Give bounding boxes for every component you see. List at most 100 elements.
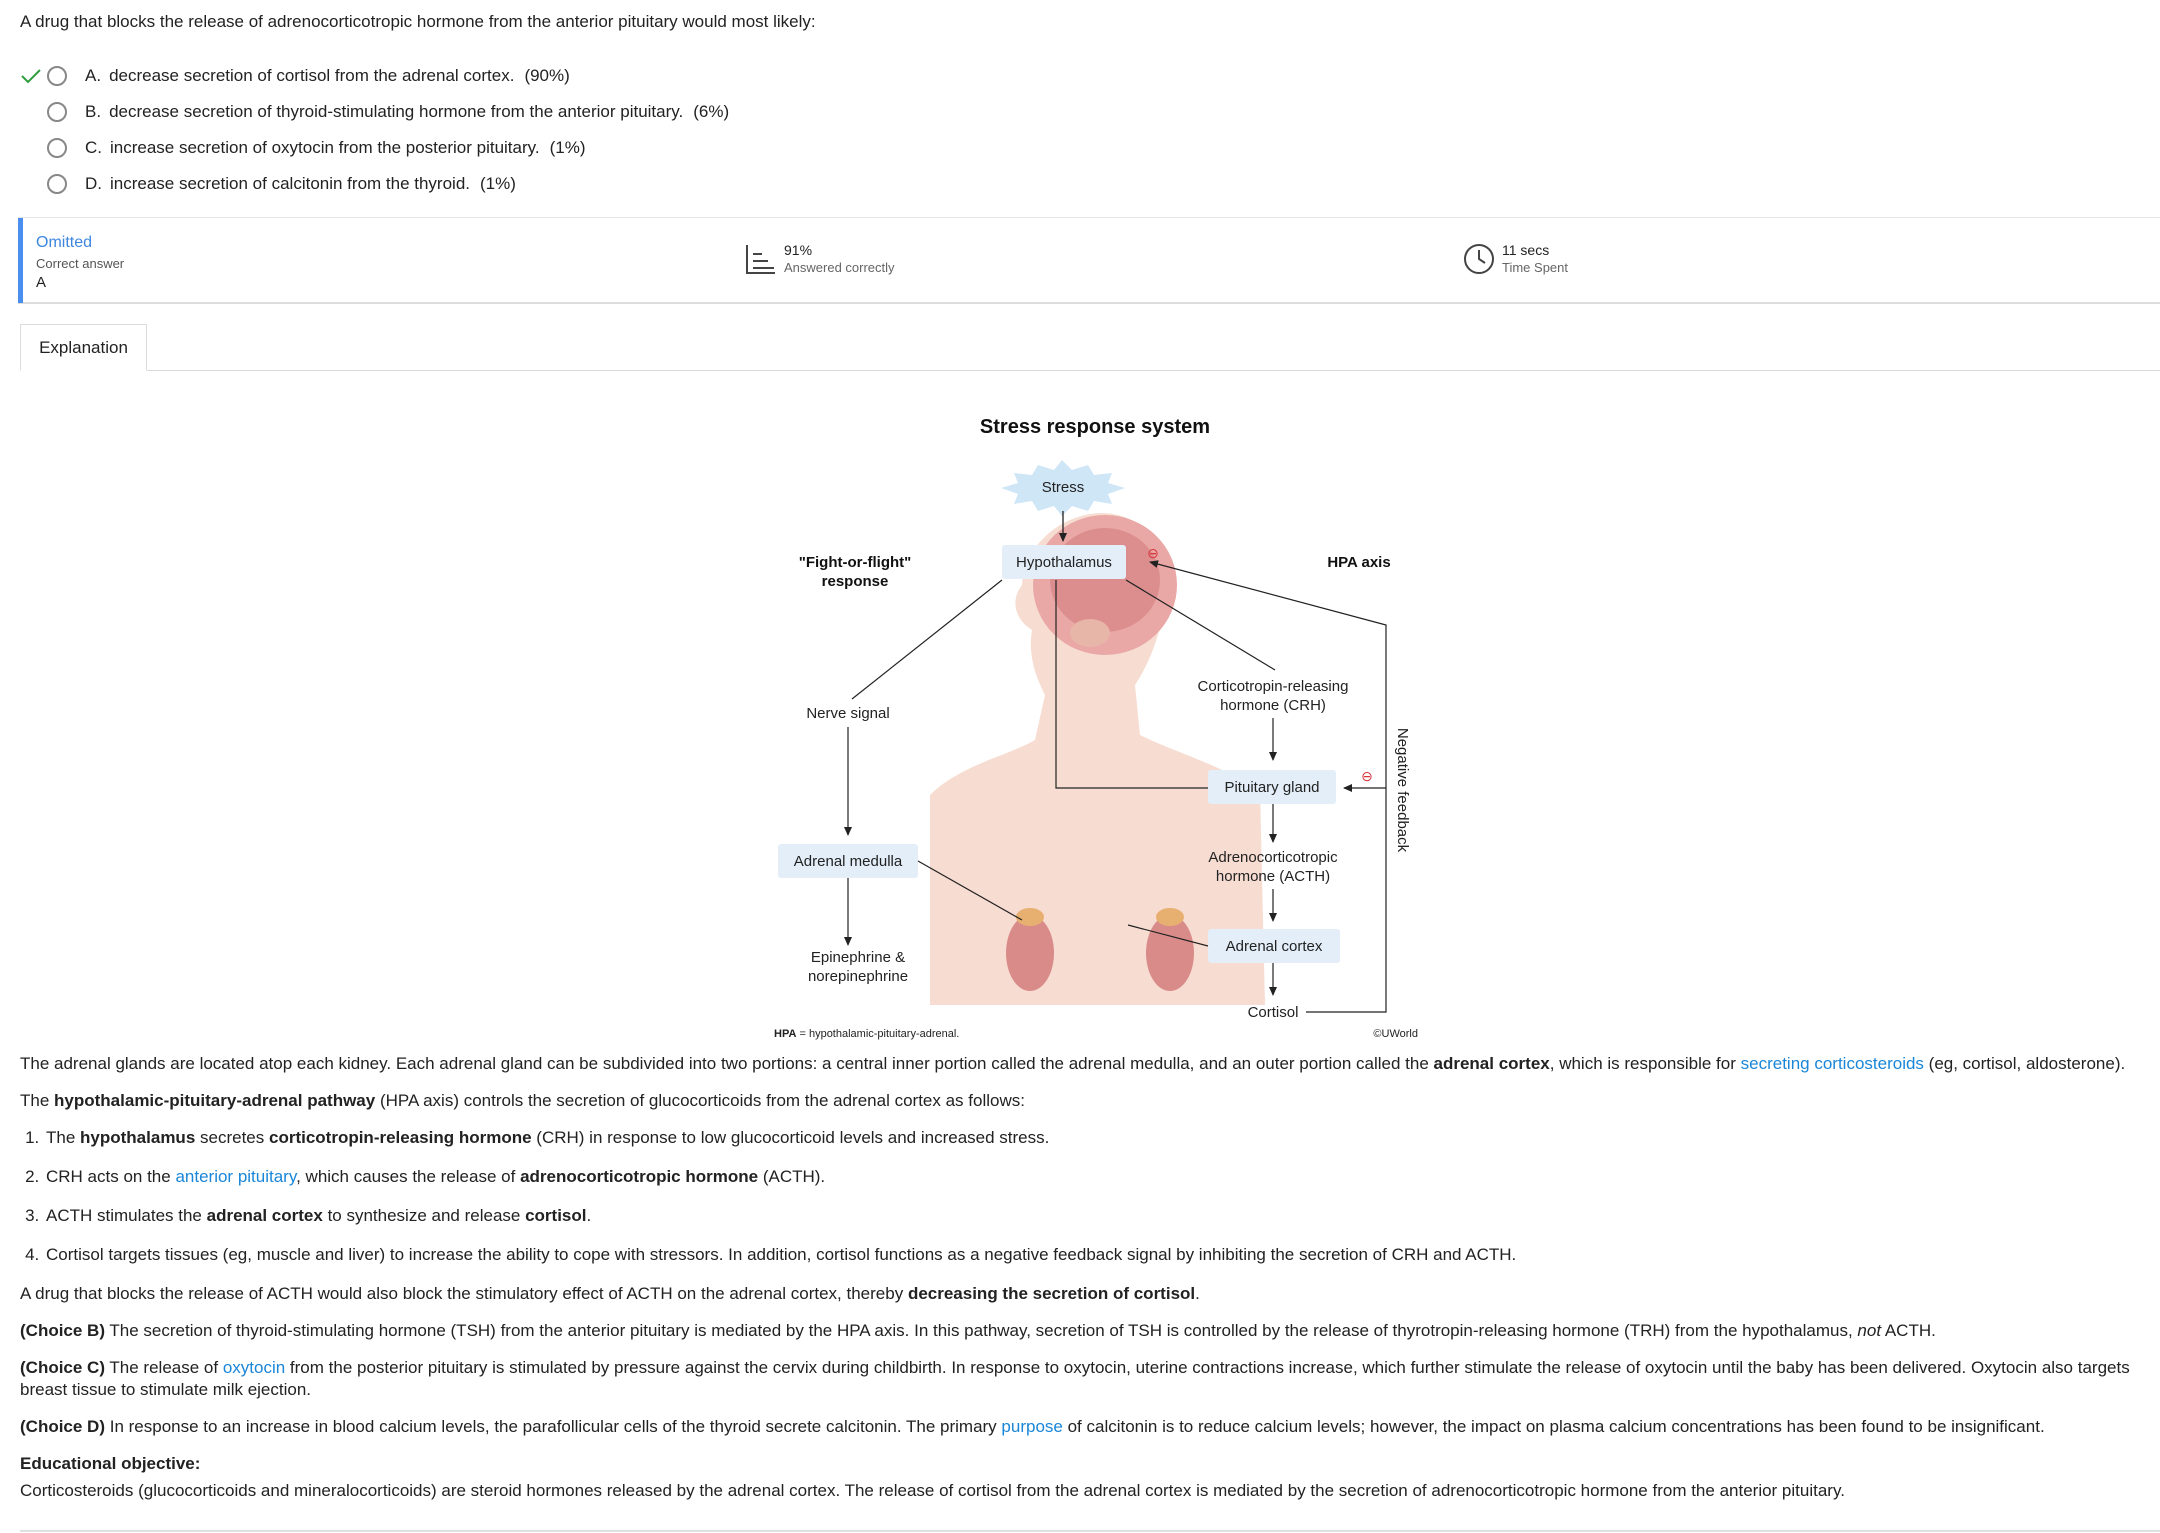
- check-icon: [21, 69, 41, 84]
- figure-title: Stress response system: [980, 416, 1210, 438]
- choice-a[interactable]: A. decrease secretion of cortisol from t…: [20, 58, 729, 94]
- text-span: , which causes the release of: [296, 1166, 521, 1186]
- acth-label-1: Adrenocorticotropic: [1208, 849, 1338, 866]
- choice-text: decrease secretion of thyroid-stimulatin…: [109, 102, 684, 121]
- question-stem: A drug that blocks the release of adreno…: [20, 12, 816, 31]
- choice-letter: A.: [85, 66, 102, 85]
- fight-flight-label-2: response: [822, 573, 889, 590]
- text-span: (ACTH).: [758, 1166, 826, 1186]
- bold-text: hypothalamus: [80, 1127, 196, 1147]
- link-oxytocin[interactable]: oxytocin: [222, 1357, 286, 1377]
- choice-text: decrease secretion of cortisol from the …: [109, 66, 515, 85]
- list-item: ACTH stimulates the adrenal cortex to sy…: [44, 1205, 2145, 1228]
- choice-d-explanation: (Choice D) In response to an increase in…: [20, 1416, 2145, 1439]
- stats-accent: [18, 218, 23, 303]
- hpa-steps-list: The hypothalamus secretes corticotropin-…: [44, 1127, 2145, 1267]
- radio-icon[interactable]: [47, 138, 67, 158]
- answer-stats-bar: Omitted Correct answer A 91% Answered co…: [18, 217, 2160, 304]
- choice-label: (Choice D): [20, 1417, 105, 1437]
- inhibit-icon: ⊖: [1361, 768, 1373, 784]
- bold-text: decreasing the secretion of cortisol: [907, 1283, 1196, 1303]
- explanation-body: The adrenal glands are located atop each…: [20, 1053, 2145, 1503]
- text-span: The: [20, 1090, 55, 1110]
- list-item: The hypothalamus secretes corticotropin-…: [44, 1127, 2145, 1150]
- stress-diagram: Stress response system Stress Hypothalam…: [774, 416, 1418, 1040]
- hypothalamus-label: Hypothalamus: [1016, 554, 1112, 571]
- choice-text: increase secretion of oxytocin from the …: [110, 138, 540, 157]
- time-label: Time Spent: [1502, 260, 1568, 275]
- crh-label-2: hormone (CRH): [1220, 697, 1326, 714]
- hypothalamus-box: [1002, 545, 1126, 579]
- radio-icon[interactable]: [47, 174, 67, 194]
- choice-percent: (1%): [480, 174, 516, 193]
- footnote-text: = hypothalamic-pituitary-adrenal.: [796, 1028, 959, 1040]
- radio-icon[interactable]: [47, 102, 67, 122]
- adrenal-medulla-box: [778, 844, 918, 878]
- choice-d[interactable]: D. increase secretion of calcitonin from…: [20, 166, 729, 202]
- text-span: ACTH stimulates the: [46, 1205, 207, 1225]
- correct-answer-value: A: [36, 274, 47, 291]
- body-illustration: [930, 513, 1265, 1005]
- choice-label: (Choice B): [20, 1320, 105, 1340]
- footnote: HPA = hypothalamic-pituitary-adrenal.: [774, 1028, 959, 1040]
- text-span: ACTH.: [1881, 1320, 1936, 1340]
- percent-label: Answered correctly: [784, 260, 895, 275]
- radio-icon[interactable]: [47, 66, 67, 86]
- adrenal-cortex-label: Adrenal cortex: [1226, 938, 1323, 955]
- bold-text: adrenal cortex: [206, 1205, 323, 1225]
- stress-burst: [1001, 460, 1125, 516]
- epinephrine-label-1: Epinephrine &: [811, 949, 905, 966]
- educational-objective-text: Corticosteroids (glucocorticoids and min…: [20, 1481, 1845, 1501]
- crh-label-1: Corticotropin-releasing: [1198, 678, 1349, 695]
- tab-explanation[interactable]: Explanation: [20, 324, 147, 371]
- epinephrine-label-2: norepinephrine: [808, 968, 908, 985]
- answer-choices: A. decrease secretion of cortisol from t…: [20, 58, 729, 202]
- text-span: .: [1195, 1283, 1200, 1303]
- stress-label: Stress: [1042, 479, 1085, 496]
- text-span: A drug that blocks the release of ACTH w…: [20, 1283, 908, 1303]
- link-purpose[interactable]: purpose: [1001, 1417, 1063, 1437]
- nerve-signal-label: Nerve signal: [806, 705, 889, 722]
- link-secreting-corticosteroids[interactable]: secreting corticosteroids: [1740, 1054, 1924, 1073]
- list-item: Cortisol targets tissues (eg, muscle and…: [44, 1244, 2145, 1267]
- choice-text: increase secretion of calcitonin from th…: [110, 174, 471, 193]
- explanation-paragraph: The adrenal glands are located atop each…: [20, 1053, 2145, 1076]
- text-span: In response to an increase in blood calc…: [105, 1417, 1002, 1437]
- link-anterior-pituitary[interactable]: anterior pituitary: [175, 1166, 297, 1186]
- bold-text: adrenocorticotropic hormone: [520, 1166, 759, 1186]
- explanation-paragraph: A drug that blocks the release of ACTH w…: [20, 1283, 2145, 1306]
- text-span: .: [586, 1205, 592, 1225]
- text-span: (eg, cortisol, aldosterone).: [1923, 1054, 2126, 1073]
- text-span: The secretion of thyroid-stimulating hor…: [105, 1320, 1858, 1340]
- bottom-divider: [20, 1530, 2160, 1532]
- choice-percent: (6%): [693, 102, 730, 121]
- time-value: 11 secs: [1502, 242, 1550, 258]
- adrenal-medulla-label: Adrenal medulla: [794, 853, 903, 870]
- text-span: The release of: [105, 1357, 223, 1377]
- time-spent-stat: 11 secs Time Spent: [1462, 242, 1568, 276]
- choice-label: (Choice C): [20, 1357, 105, 1377]
- tab-divider: [147, 370, 2160, 371]
- pituitary-box: [1208, 770, 1336, 804]
- text-span: (HPA axis) controls the secretion of glu…: [375, 1090, 1025, 1110]
- answer-status: Omitted Correct answer A: [36, 234, 124, 291]
- text-span: The: [46, 1127, 81, 1147]
- text-span: The adrenal glands are located atop each…: [20, 1054, 1434, 1073]
- bold-text: adrenal cortex: [1433, 1054, 1550, 1073]
- choice-c[interactable]: C. increase secretion of oxytocin from t…: [20, 130, 729, 166]
- pituitary-label: Pituitary gland: [1224, 779, 1319, 796]
- choice-b[interactable]: B. decrease secretion of thyroid-stimula…: [20, 94, 729, 130]
- text-span: of calcitonin is to reduce calcium level…: [1062, 1417, 2045, 1437]
- text-span: , which is responsible for: [1549, 1054, 1741, 1073]
- italic-text: not: [1857, 1320, 1882, 1340]
- choice-c-explanation: (Choice C) The release of oxytocin from …: [20, 1357, 2145, 1403]
- text-span: (CRH) in response to low glucocorticoid …: [531, 1127, 1050, 1147]
- bold-text: corticotropin-releasing hormone: [268, 1127, 532, 1147]
- text-span: secretes: [195, 1127, 269, 1147]
- text-span: from the posterior pituitary is stimulat…: [20, 1357, 2130, 1400]
- educational-objective-heading: Educational objective:: [20, 1454, 201, 1474]
- negative-feedback-label: Negative feedback: [1394, 728, 1411, 853]
- acth-label-2: hormone (ACTH): [1216, 868, 1330, 885]
- choice-percent: (90%): [524, 66, 570, 85]
- choice-letter: D.: [85, 174, 102, 193]
